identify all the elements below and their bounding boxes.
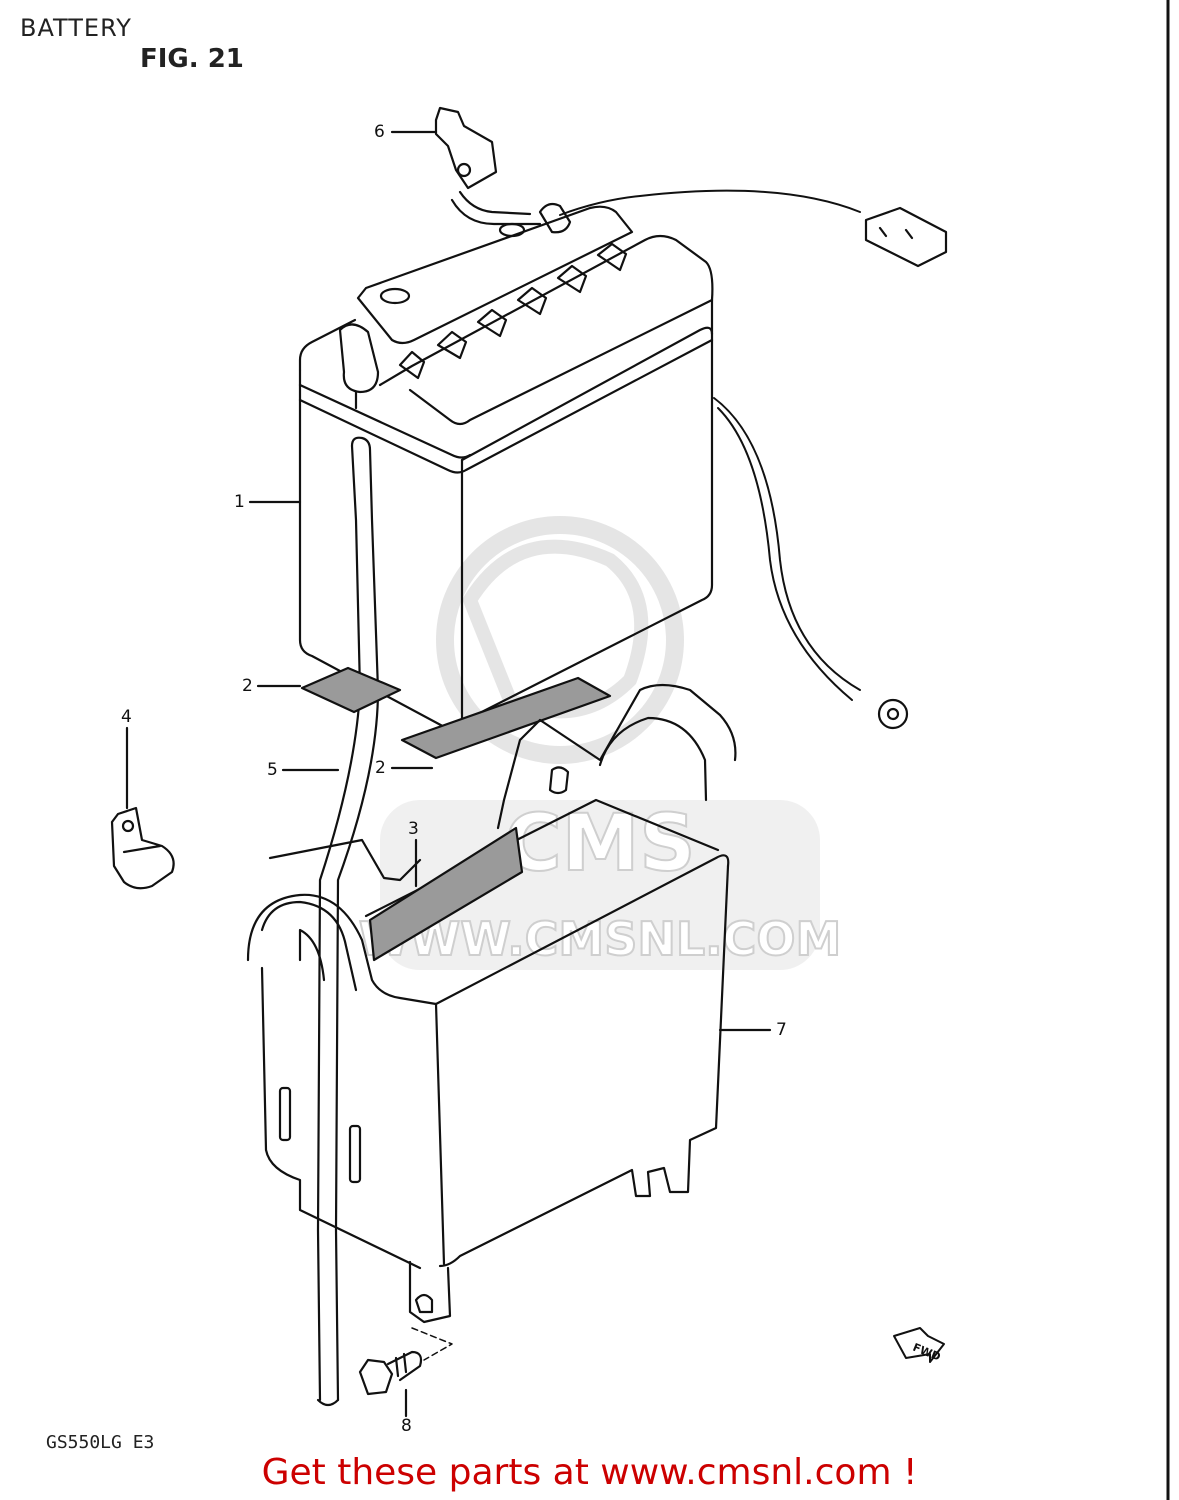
bolt-guide-line bbox=[411, 1327, 453, 1361]
bolt-part-8 bbox=[358, 1350, 423, 1396]
fwd-arrow-icon bbox=[893, 1327, 945, 1363]
wire-connector bbox=[864, 206, 948, 268]
figure-number: FIG. 21 bbox=[140, 44, 244, 74]
callout-1: 1 bbox=[234, 492, 245, 512]
clamp-part-4 bbox=[110, 806, 175, 890]
section-title: BATTERY bbox=[20, 14, 132, 42]
fwd-badge-text: FWD bbox=[911, 1341, 943, 1364]
parts-link[interactable]: Get these parts at www.cmsnl.com ! bbox=[261, 1452, 918, 1493]
callout-3: 3 bbox=[408, 819, 419, 839]
watermark-logo-text: CMS bbox=[504, 799, 695, 889]
callout-2a: 2 bbox=[242, 676, 253, 696]
callout-5: 5 bbox=[267, 760, 278, 780]
callout-7: 7 bbox=[776, 1020, 787, 1040]
battery-case-part-7 bbox=[246, 683, 737, 1324]
pad-part-2 bbox=[300, 666, 612, 760]
callout-6: 6 bbox=[374, 122, 385, 142]
pad-part-3 bbox=[368, 826, 524, 962]
callout-4: 4 bbox=[121, 707, 132, 727]
model-code: GS550LG E3 bbox=[46, 1432, 155, 1453]
bracket-part-6 bbox=[434, 106, 542, 226]
callout-2b: 2 bbox=[375, 758, 386, 778]
callout-8: 8 bbox=[401, 1416, 412, 1436]
battery-part bbox=[298, 202, 714, 733]
